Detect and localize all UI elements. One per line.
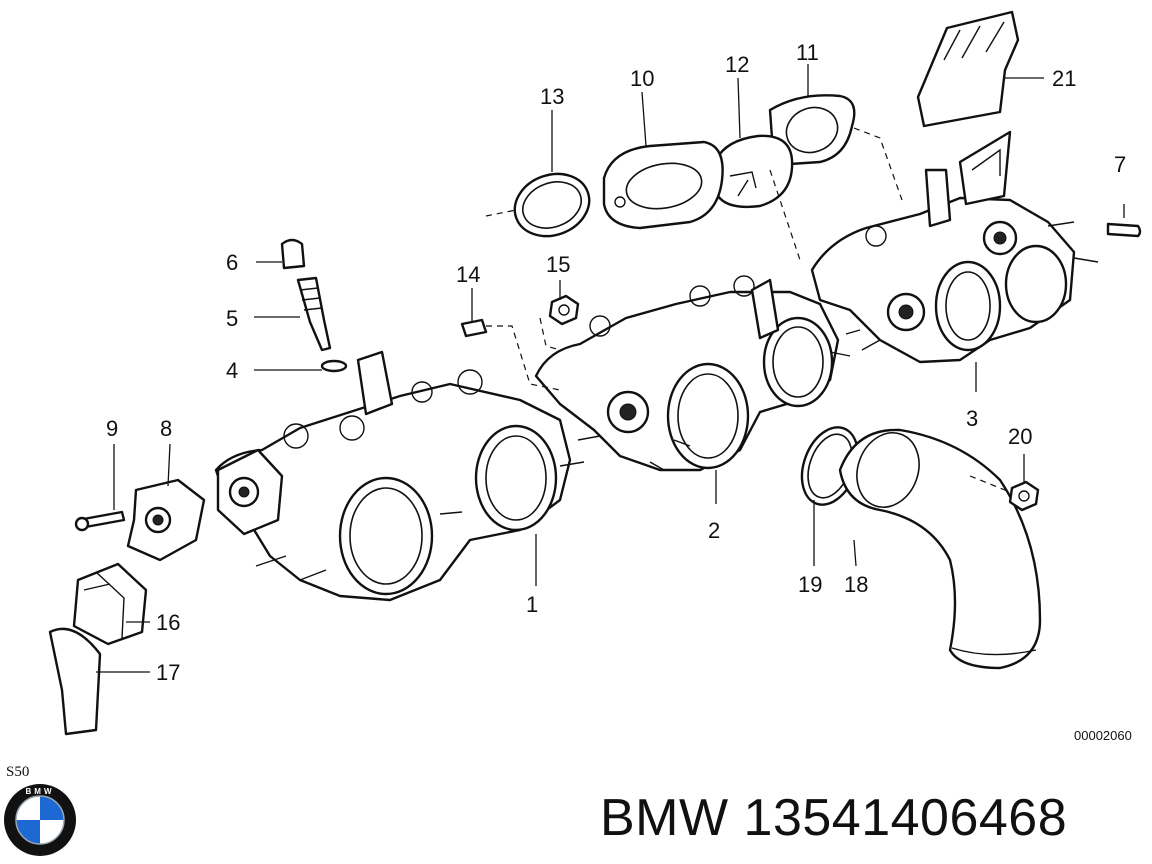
callout-10: 10 bbox=[630, 66, 654, 91]
leader-lines bbox=[96, 64, 1044, 673]
callout-15: 15 bbox=[546, 252, 570, 277]
part-20-nut bbox=[1008, 480, 1040, 512]
part-4-o-ring bbox=[320, 359, 348, 373]
drawing-number: 00002060 bbox=[1074, 728, 1132, 743]
callout-3: 3 bbox=[966, 406, 978, 431]
part-13-seal-ring bbox=[513, 172, 591, 238]
callout-6: 6 bbox=[226, 250, 238, 275]
bmw-roundel-icon: BMW bbox=[4, 784, 76, 856]
callout-17: 17 bbox=[156, 660, 180, 685]
part-3-throttle-body bbox=[810, 130, 1099, 364]
callout-13: 13 bbox=[540, 84, 564, 109]
callout-9: 9 bbox=[106, 416, 118, 441]
callout-1: 1 bbox=[526, 592, 538, 617]
part-7-pin bbox=[1106, 204, 1142, 238]
callout-4: 4 bbox=[226, 358, 238, 383]
part-17-cable bbox=[48, 627, 102, 736]
callout-21: 21 bbox=[1052, 66, 1076, 91]
part-21-shield bbox=[916, 10, 1020, 128]
part-number: BMW 13541406468 bbox=[600, 789, 1068, 847]
callout-5: 5 bbox=[226, 306, 238, 331]
callout-8: 8 bbox=[160, 416, 172, 441]
part-10-gasket bbox=[602, 140, 724, 230]
callout-2: 2 bbox=[708, 518, 720, 543]
callout-20: 20 bbox=[1008, 424, 1032, 449]
part-2-throttle-body bbox=[534, 275, 851, 472]
callout-11: 11 bbox=[796, 40, 819, 65]
model-label: S50 bbox=[6, 764, 30, 780]
part-9-screw bbox=[74, 510, 126, 532]
callout-labels: 13 10 12 11 21 7 6 5 4 14 15 9 8 3 20 2 … bbox=[106, 40, 1126, 685]
callout-19: 19 bbox=[798, 572, 822, 597]
part-12-gasket bbox=[714, 134, 794, 209]
part-18-elbow-pipe bbox=[838, 428, 1042, 670]
logo-text: BMW bbox=[26, 787, 55, 796]
part-8-sensor bbox=[126, 478, 206, 562]
part-5-valve bbox=[296, 276, 332, 352]
callout-18: 18 bbox=[844, 572, 868, 597]
part-14-sleeve bbox=[460, 318, 488, 338]
part-16-connector bbox=[72, 562, 148, 646]
part-6-cap bbox=[280, 238, 306, 270]
callout-12: 12 bbox=[725, 52, 749, 77]
part-1-throttle-body bbox=[214, 350, 585, 602]
callout-16: 16 bbox=[156, 610, 180, 635]
part-15-nut bbox=[548, 294, 580, 326]
callout-7: 7 bbox=[1114, 152, 1126, 177]
callout-14: 14 bbox=[456, 262, 480, 287]
